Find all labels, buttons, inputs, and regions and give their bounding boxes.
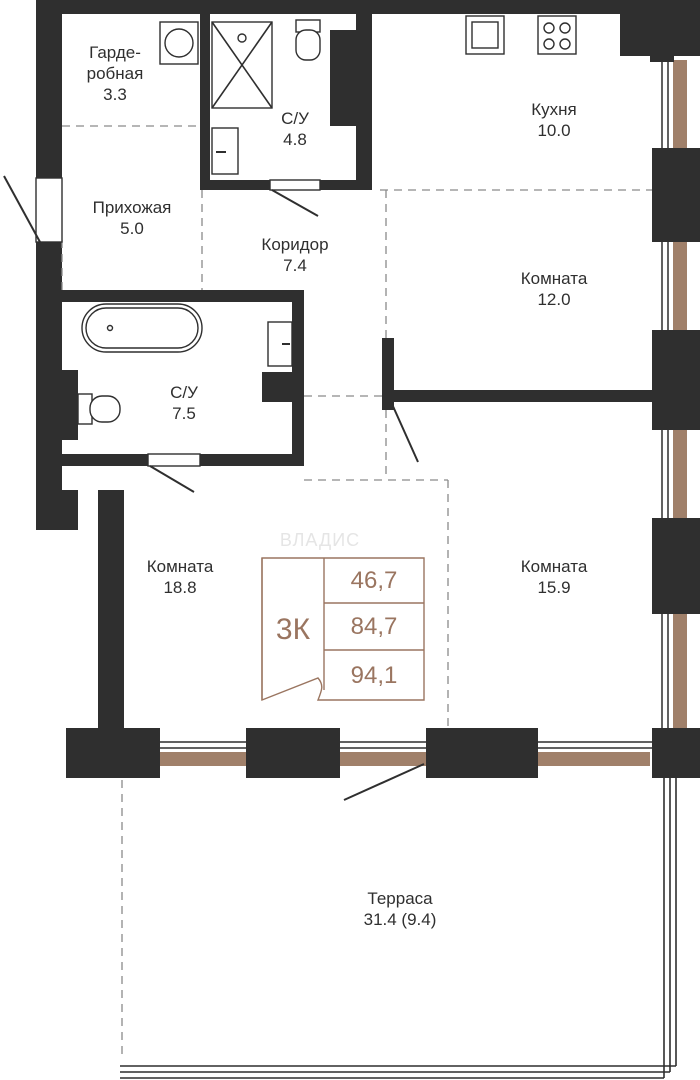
room159-area: 15.9 bbox=[537, 578, 571, 597]
bath1-name: С/У bbox=[281, 109, 309, 128]
zone-lines bbox=[61, 125, 652, 728]
terrace-area: 31.4 (9.4) bbox=[363, 910, 437, 929]
entrance-door bbox=[3, 175, 63, 243]
bath2-name: С/У bbox=[170, 383, 198, 402]
living-area: 46,7 bbox=[350, 567, 398, 594]
walls bbox=[36, 0, 700, 778]
total-area: 84,7 bbox=[350, 613, 398, 640]
terrace-railing bbox=[120, 752, 677, 1079]
kitchen-area: 10.0 bbox=[537, 121, 571, 140]
room-label-room159: Комната 15.9 bbox=[521, 556, 588, 598]
area-legend-frame bbox=[261, 557, 425, 702]
terrace-name: Терраса bbox=[367, 889, 433, 908]
total-with-terrace: 94,1 bbox=[350, 662, 398, 689]
room188-area: 18.8 bbox=[163, 578, 197, 597]
wardrobe-name-line2: робная bbox=[86, 64, 144, 83]
room-label-bath2: С/У 7.5 bbox=[170, 382, 198, 424]
room-label-kitchen: Кухня 10.0 bbox=[531, 99, 577, 141]
room12-area: 12.0 bbox=[537, 290, 571, 309]
hall-name: Прихожая bbox=[92, 198, 172, 217]
watermark: ВЛАДИС bbox=[279, 530, 361, 550]
room-label-room12: Комната 12.0 bbox=[521, 268, 588, 310]
room-label-corridor: Коридор 7.4 bbox=[261, 234, 328, 276]
room-label-bath1: С/У 4.8 bbox=[281, 108, 309, 150]
bath2-area: 7.5 bbox=[172, 404, 196, 423]
corridor-name: Коридор bbox=[261, 235, 329, 254]
fixtures bbox=[77, 15, 577, 425]
room12-name: Комната bbox=[520, 269, 588, 288]
room159-name: Комната bbox=[520, 557, 588, 576]
hall-area: 5.0 bbox=[120, 219, 144, 238]
room-label-hall: Прихожая 5.0 bbox=[93, 197, 172, 239]
apartment-type: 3К bbox=[275, 613, 311, 646]
doors bbox=[147, 179, 425, 801]
wardrobe-area: 3.3 bbox=[103, 85, 127, 104]
windows bbox=[120, 40, 687, 766]
room-label-room188: Комната 18.8 bbox=[147, 556, 214, 598]
kitchen-name: Кухня bbox=[531, 100, 577, 119]
room-label-wardrobe: Гарде- робная 3.3 bbox=[87, 42, 144, 105]
room-label-terrace: Терраса 31.4 (9.4) bbox=[364, 888, 437, 930]
wardrobe-name-line1: Гарде- bbox=[89, 43, 141, 62]
corridor-area: 7.4 bbox=[283, 256, 307, 275]
bath1-area: 4.8 bbox=[283, 130, 307, 149]
room188-name: Комната bbox=[146, 557, 214, 576]
